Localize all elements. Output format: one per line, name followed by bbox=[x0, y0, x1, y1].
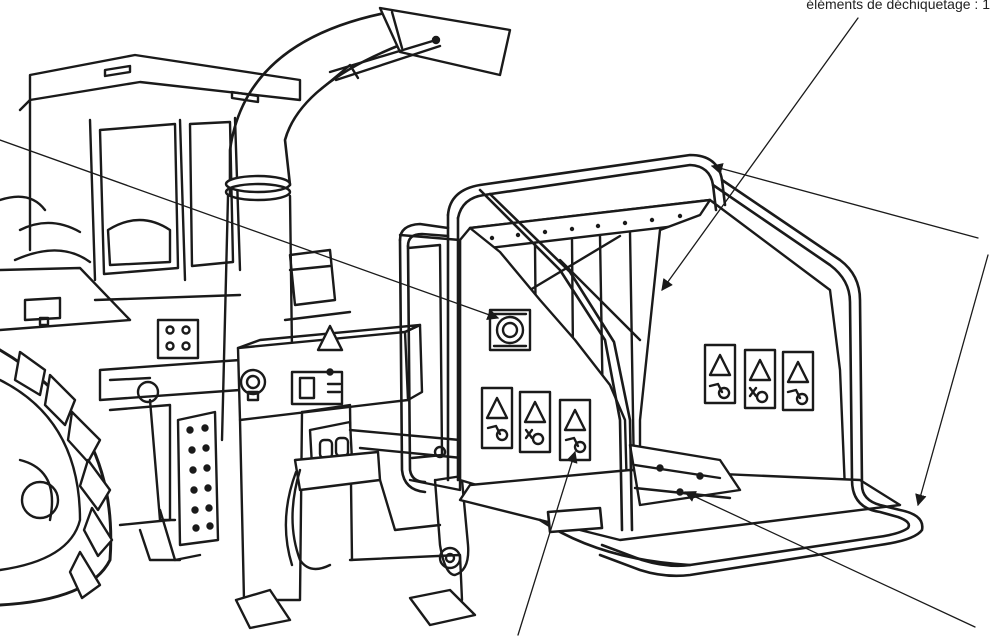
callout-hopper-floor bbox=[683, 491, 976, 628]
pictogram-left-3 bbox=[558, 398, 592, 462]
pictogram-right-3 bbox=[781, 350, 815, 412]
pictogram-right-1 bbox=[703, 343, 737, 405]
discharge-chute bbox=[220, 6, 512, 442]
callout-shredding-elements bbox=[661, 17, 859, 291]
tractor bbox=[0, 53, 352, 607]
machine-body bbox=[148, 323, 477, 630]
pictogram-right-2 bbox=[743, 348, 777, 410]
callout-safety-bar-front bbox=[915, 254, 989, 507]
callout-pictograms bbox=[517, 450, 578, 636]
pictogram-left-2 bbox=[518, 390, 552, 454]
pictogram-left-1 bbox=[480, 386, 514, 450]
callout-safety-bar-top bbox=[710, 163, 979, 239]
callout-lines bbox=[0, 17, 989, 636]
safety-bar bbox=[398, 153, 924, 578]
callout-emergency-stop bbox=[0, 139, 500, 320]
warning-pictograms bbox=[480, 343, 815, 462]
callout-caption: éléments de déchiquetage : 1 bbox=[806, 0, 990, 12]
